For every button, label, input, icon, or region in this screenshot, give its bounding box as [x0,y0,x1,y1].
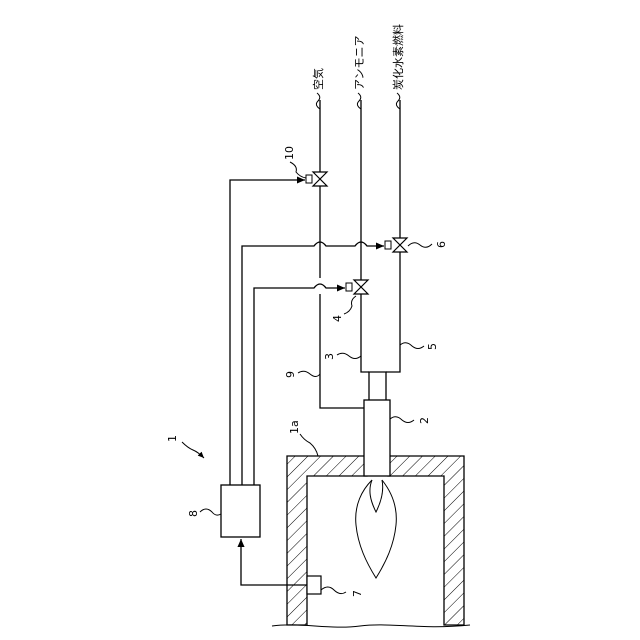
ref-9-group: 9 [284,371,320,378]
ref-1a: 1a [288,420,301,434]
fuel-pipe [386,100,400,372]
ref-1-leader [182,442,204,458]
ref-3-group: 3 [323,353,361,360]
air-valve [306,172,327,186]
ref-10-group: 10 [283,146,306,178]
ammonia-pipe [361,100,369,372]
air-pipe [320,100,364,408]
flame [356,480,397,578]
signal-line-fuel-valve [242,242,384,485]
flame-outer [356,480,397,578]
ref-4-group: 4 [331,296,356,322]
sensor [307,576,321,594]
controller [221,485,260,537]
ref-1a-group: 1a [288,420,318,456]
ref-8: 8 [187,510,200,517]
ammonia-valve [346,280,368,294]
flame-inner [370,480,383,512]
label-hydrocarbon-fuel: 炭化水素燃料 [391,24,405,90]
ref-10: 10 [283,146,296,160]
signal-line-air-valve [230,180,305,485]
label-ammonia: アンモニア [353,35,366,90]
floor-break-line [272,625,470,627]
ref-3: 3 [323,353,336,360]
furnace-wall-right [388,456,464,625]
ref-6-group: 6 [408,241,448,248]
burner [364,400,390,476]
pipe-break-marks [316,93,400,109]
ref-2: 2 [418,417,431,424]
ref-1-group: 1 [166,435,204,458]
ref-7-group: 7 [321,587,364,597]
ref-2-group: 2 [390,417,431,424]
ref-6: 6 [435,241,448,248]
ref-4: 4 [331,315,344,322]
signal-line-ammonia-valve [254,284,345,485]
ref-5: 5 [426,343,439,350]
furnace-wall [287,456,367,625]
ref-7: 7 [351,590,364,597]
ref-9: 9 [284,371,297,378]
ref-8-group: 8 [187,509,221,517]
ref-1: 1 [166,435,179,442]
fuel-valve [385,238,407,252]
label-air: 空気 [311,68,325,90]
burner-neck [369,372,386,400]
ref-5-group: 5 [400,343,439,350]
